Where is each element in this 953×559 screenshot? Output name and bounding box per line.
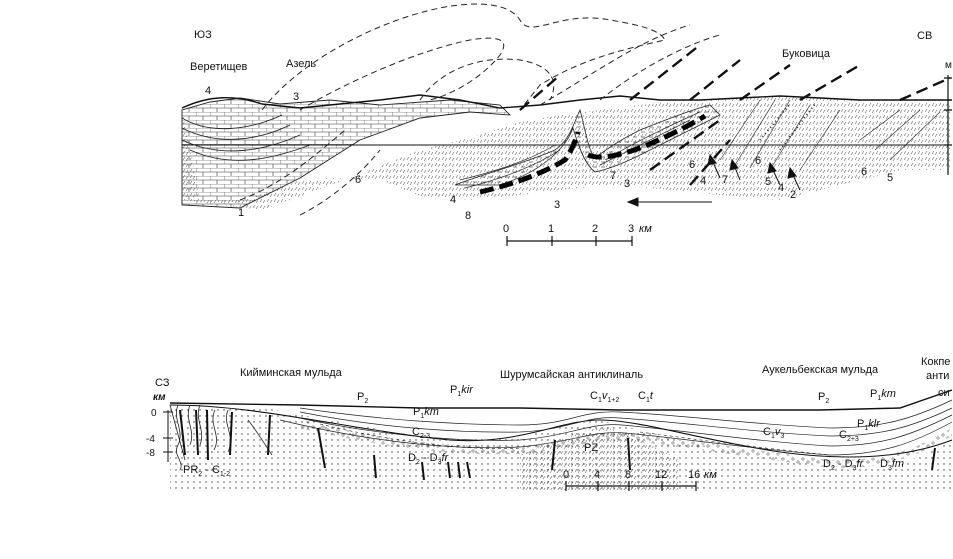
scale-tick-label: 0: [563, 469, 569, 481]
region-aukelbek-trough: Аукельбекская мульда: [762, 364, 879, 376]
scale-tick-label: 16: [688, 469, 700, 481]
unit-label: 6: [689, 159, 695, 171]
unit-label: 6: [355, 174, 361, 186]
unit-label: 8: [465, 210, 471, 222]
scale-unit: км: [639, 223, 652, 235]
direction-sw: ЮЗ: [194, 29, 212, 41]
unit-pr2-cambrian: PR2 - Є1-2: [183, 464, 230, 478]
unit-pz: PZ: [584, 442, 598, 454]
region-kiyminskaya-trough: Кийминская мульда: [240, 367, 343, 379]
place-bukovitsa: Буковица: [782, 48, 831, 60]
unit-label: 7: [722, 174, 728, 186]
direction-ne: СВ: [917, 30, 932, 42]
unit-d3fm: D3fm: [880, 458, 904, 472]
unit-label: 1: [238, 207, 244, 219]
unit-d2-d3fr-right: D2 - D3fr: [823, 458, 865, 472]
unit-c1v3: C1v3: [763, 426, 784, 440]
unit-p1kir: P1kir: [450, 384, 474, 398]
scale-tick-label: 2: [592, 223, 598, 235]
place-azel: Азель: [286, 58, 316, 70]
unit-label: 4: [205, 85, 211, 97]
place-veretishchev: Веретищев: [190, 61, 248, 73]
bottom-horizontal-scale: 0 4 8 12 16 км: [563, 469, 717, 491]
unit-p1km-left: P1km: [413, 406, 439, 420]
vertical-scale-bar: [944, 75, 952, 175]
direction-nw: СЗ: [155, 377, 170, 389]
unit-label: 4: [450, 194, 456, 206]
region-kokpe-fragment: си: [938, 387, 950, 399]
unit-label: 5: [887, 172, 893, 184]
region-kokpe-fragment: анти: [926, 370, 949, 382]
bottom-cross-section: СЗ км 0 -4 -8 Кийминская мульда Шурумсай…: [146, 356, 953, 491]
scale-tick-label: 12: [655, 469, 667, 481]
scale-tick-label: 8: [625, 469, 631, 481]
scale-tick-label: 3: [628, 223, 634, 235]
unit-c2-3: C2-3: [412, 426, 430, 440]
region-kokpe-fragment: Кокпе: [921, 356, 950, 368]
unit-label: 4: [778, 182, 784, 194]
unit-label: 7: [610, 170, 616, 182]
top-cross-section: ЮЗ СВ м Веретищев Азель Буковица 4 3 1 6…: [181, 3, 952, 246]
scale-tick-label: 1: [548, 223, 554, 235]
unit-d2-d3fr: D2 - D3fr: [408, 452, 450, 466]
unit-label: 2: [790, 189, 796, 201]
vertical-scale-unit: м: [945, 60, 952, 71]
stratigraphic-unit-labels: P2 P1kir P1km C2-3 C1v1+2 C1t PZ D2 - D3…: [183, 384, 904, 478]
depth-tick-label: -8: [146, 448, 155, 459]
unit-label: 3: [554, 199, 560, 211]
unit-p2-right: P2: [818, 391, 829, 405]
depth-tick-label: 0: [151, 408, 157, 419]
scale-unit: км: [704, 469, 717, 481]
depth-axis: [163, 410, 173, 462]
top-unit-numbers: 4 3 1 6 4 8 3 7 3 6 4 7 6 5 4 2 6 5: [205, 85, 893, 222]
top-fault-lines: [519, 44, 951, 186]
unit-label: 5: [765, 176, 771, 188]
bottom-fault-lines: [179, 409, 936, 481]
bottom-section-body: [169, 389, 953, 490]
unit-c1v1-2: C1v1+2: [590, 390, 619, 404]
top-horizontal-scale: 0 1 2 3 км: [503, 223, 652, 246]
top-direction-arrows: [626, 153, 801, 207]
unit-p2-left: P2: [357, 391, 368, 405]
scale-tick-label: 0: [503, 223, 509, 235]
unit-p1km-right: P1km: [870, 388, 896, 402]
unit-label: 6: [861, 166, 867, 178]
depth-tick-label: -4: [146, 434, 155, 445]
scale-tick-label: 4: [594, 469, 600, 481]
unit-label: 6: [755, 155, 761, 167]
unit-p1klr: P1klr: [857, 418, 881, 432]
region-shurumsai-anticline: Шурумсайская антиклиналь: [500, 369, 643, 381]
depth-unit: км: [153, 392, 166, 403]
top-section-body: [181, 94, 952, 210]
unit-label: 4: [700, 175, 706, 187]
unit-c2-plus-3: C2+3: [839, 429, 859, 443]
unit-c1t: C1t: [638, 390, 654, 404]
unit-label: 3: [624, 178, 630, 190]
unit-label: 3: [293, 91, 299, 103]
